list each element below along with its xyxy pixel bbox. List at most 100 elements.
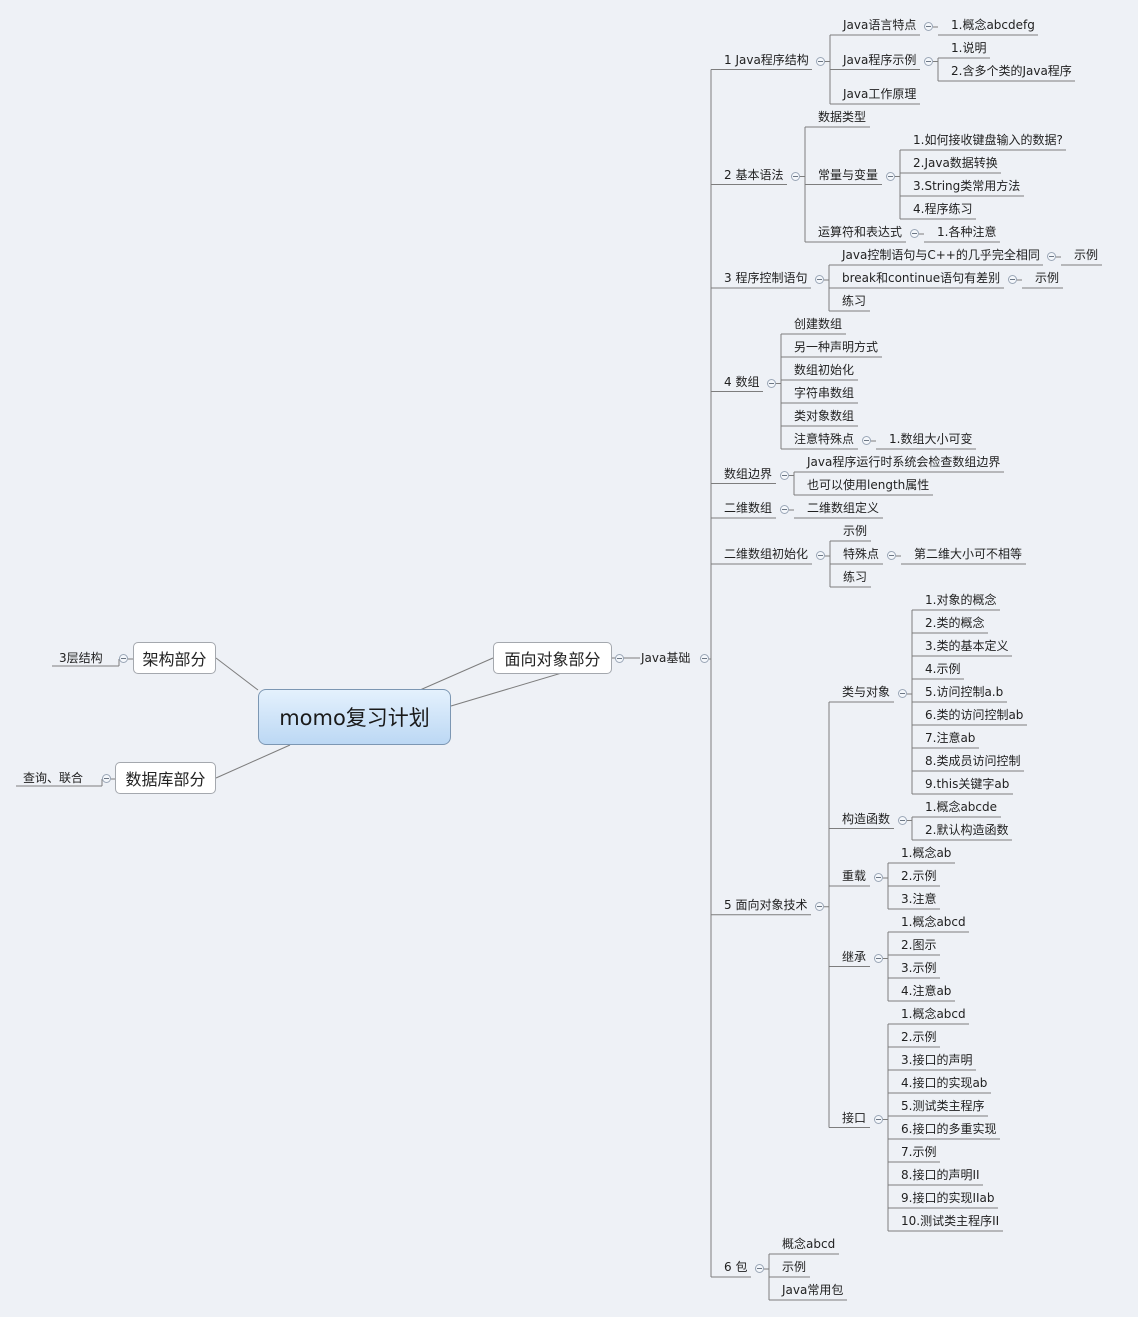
node-3.类的基本定义[interactable]: 3.类的基本定义 [925, 639, 1009, 653]
node-1.对象的概念[interactable]: 1.对象的概念 [925, 593, 997, 607]
node-4-数组[interactable]: 4 数组 [724, 374, 760, 389]
node-java工作原理[interactable]: Java工作原理 [843, 87, 917, 101]
node-2.java数据转换[interactable]: 2.Java数据转换 [913, 156, 998, 170]
collapse-toggle-icon[interactable] [780, 470, 789, 480]
node-示例[interactable]: 示例 [843, 524, 868, 538]
node-概念abcd[interactable]: 概念abcd [782, 1237, 836, 1251]
node-类对象数组[interactable]: 类对象数组 [794, 409, 855, 423]
node-字符串数组[interactable]: 字符串数组 [794, 386, 855, 400]
node-6.类的访问控制ab[interactable]: 6.类的访问控制ab [925, 708, 1024, 722]
collapse-toggle-icon[interactable] [816, 56, 825, 66]
collapse-toggle-icon[interactable] [767, 378, 776, 388]
node-2.示例[interactable]: 2.示例 [901, 1030, 937, 1044]
node-1.各种注意[interactable]: 1.各种注意 [937, 225, 997, 239]
node-java-basics[interactable]: Java基础 [641, 651, 691, 665]
collapse-toggle-icon[interactable] [755, 1264, 764, 1273]
node-2.示例[interactable]: 2.示例 [901, 869, 937, 883]
node-1.说明[interactable]: 1.说明 [951, 41, 987, 55]
node-2-基本语法[interactable]: 2 基本语法 [724, 167, 784, 182]
node-3.示例[interactable]: 3.示例 [901, 961, 937, 975]
node-query-join[interactable]: 查询、联合 [23, 771, 84, 785]
node-6.接口的多重实现[interactable]: 6.接口的多重实现 [901, 1122, 997, 1136]
node-练习[interactable]: 练习 [843, 570, 868, 584]
collapse-toggle-icon[interactable] [615, 654, 624, 663]
node-4.注意ab[interactable]: 4.注意ab [901, 984, 952, 998]
collapse-toggle-icon[interactable] [780, 505, 789, 514]
node-java程序示例[interactable]: Java程序示例 [843, 52, 917, 67]
node-1.概念abcdefg[interactable]: 1.概念abcdefg [951, 18, 1035, 32]
node-9.接口的实现iiab[interactable]: 9.接口的实现IIab [901, 1191, 995, 1205]
node-继承[interactable]: 继承 [842, 949, 867, 964]
node-常量与变量[interactable]: 常量与变量 [818, 167, 879, 182]
collapse-toggle-icon[interactable] [102, 774, 111, 783]
node-二维数组初始化[interactable]: 二维数组初始化 [724, 547, 809, 561]
collapse-toggle-icon[interactable] [874, 873, 883, 882]
collapse-toggle-icon[interactable] [910, 229, 919, 238]
node-4.示例[interactable]: 4.示例 [925, 662, 961, 676]
collapse-toggle-icon[interactable] [815, 901, 824, 911]
topic-oop[interactable]: 面向对象部分 [493, 642, 612, 674]
node-java常用包[interactable]: Java常用包 [782, 1283, 844, 1297]
collapse-toggle-icon[interactable] [874, 953, 883, 963]
collapse-toggle-icon[interactable] [874, 1114, 883, 1124]
node-另一种声明方式[interactable]: 另一种声明方式 [794, 340, 879, 354]
collapse-toggle-icon[interactable] [886, 171, 895, 181]
node-2.含多个类的java程序[interactable]: 2.含多个类的Java程序 [951, 64, 1072, 78]
node-7.注意ab[interactable]: 7.注意ab [925, 731, 976, 745]
node-9.this关键字ab[interactable]: 9.this关键字ab [925, 777, 1010, 791]
collapse-toggle-icon[interactable] [898, 689, 907, 698]
node-7.示例[interactable]: 7.示例 [901, 1145, 937, 1159]
node-重载[interactable]: 重载 [842, 869, 867, 883]
node-java程序运行时系统会检查数组边界[interactable]: Java程序运行时系统会检查数组边界 [807, 455, 1001, 469]
node-构造函数[interactable]: 构造函数 [842, 811, 891, 826]
node-8.类成员访问控制[interactable]: 8.类成员访问控制 [925, 754, 1021, 768]
node-示例[interactable]: 示例 [1035, 271, 1060, 285]
node-3-tier[interactable]: 3层结构 [59, 651, 103, 665]
node-1.概念abcde[interactable]: 1.概念abcde [925, 800, 998, 814]
collapse-toggle-icon[interactable] [887, 551, 896, 560]
node-1.概念ab[interactable]: 1.概念ab [901, 846, 952, 860]
node-8.接口的声明ii[interactable]: 8.接口的声明II [901, 1168, 980, 1182]
node-也可以使用length属性[interactable]: 也可以使用length属性 [807, 478, 930, 492]
node-接口[interactable]: 接口 [842, 1110, 867, 1125]
root-node[interactable]: momo复习计划 [258, 689, 451, 745]
node-运算符和表达式[interactable]: 运算符和表达式 [818, 225, 903, 239]
collapse-toggle-icon[interactable] [791, 171, 800, 181]
node-第二维大小可不相等[interactable]: 第二维大小可不相等 [914, 547, 1023, 561]
node-二维数组定义[interactable]: 二维数组定义 [807, 501, 880, 515]
node-3-程序控制语句[interactable]: 3 程序控制语句 [724, 271, 808, 285]
node-数组边界[interactable]: 数组边界 [724, 466, 773, 481]
node-类与对象[interactable]: 类与对象 [842, 685, 891, 699]
collapse-toggle-icon[interactable] [862, 436, 871, 445]
node-数据类型[interactable]: 数据类型 [818, 110, 867, 124]
node-1.概念abcd[interactable]: 1.概念abcd [901, 1007, 966, 1021]
node-特殊点[interactable]: 特殊点 [843, 547, 880, 561]
node-1.概念abcd[interactable]: 1.概念abcd [901, 915, 966, 929]
node-3.注意[interactable]: 3.注意 [901, 892, 937, 906]
node-5.访问控制a.b[interactable]: 5.访问控制a.b [925, 685, 1004, 699]
node-3.string类常用方法[interactable]: 3.String类常用方法 [913, 179, 1021, 193]
node-java语言特点[interactable]: Java语言特点 [843, 18, 917, 32]
node-6-包[interactable]: 6 包 [724, 1260, 748, 1274]
collapse-toggle-icon[interactable] [898, 815, 907, 825]
node-5-面向对象技术[interactable]: 5 面向对象技术 [724, 897, 808, 912]
collapse-toggle-icon[interactable] [1008, 275, 1017, 284]
topic-database[interactable]: 数据库部分 [115, 762, 216, 794]
node-1.数组大小可变[interactable]: 1.数组大小可变 [889, 432, 973, 446]
node-5.测试类主程序[interactable]: 5.测试类主程序 [901, 1099, 985, 1113]
collapse-toggle-icon[interactable] [924, 22, 933, 31]
collapse-toggle-icon[interactable] [1047, 252, 1056, 261]
node-创建数组[interactable]: 创建数组 [794, 317, 843, 331]
topic-architecture[interactable]: 架构部分 [133, 642, 216, 674]
node-示例[interactable]: 示例 [782, 1260, 807, 1274]
node-二维数组[interactable]: 二维数组 [724, 501, 773, 515]
node-2.图示[interactable]: 2.图示 [901, 938, 937, 952]
node-1-java程序结构[interactable]: 1 Java程序结构 [724, 52, 809, 67]
node-4.接口的实现ab[interactable]: 4.接口的实现ab [901, 1076, 988, 1090]
node-4.程序练习[interactable]: 4.程序练习 [913, 202, 973, 216]
collapse-toggle-icon[interactable] [700, 654, 709, 663]
node-注意特殊点[interactable]: 注意特殊点 [794, 432, 855, 446]
node-数组初始化[interactable]: 数组初始化 [794, 363, 855, 377]
collapse-toggle-icon[interactable] [816, 551, 825, 560]
node-2.类的概念[interactable]: 2.类的概念 [925, 616, 985, 630]
